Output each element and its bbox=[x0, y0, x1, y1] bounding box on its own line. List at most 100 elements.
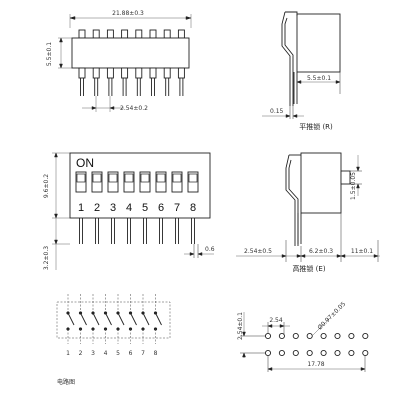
circuit-switch-blade bbox=[92, 312, 100, 326]
top-pin-upper bbox=[177, 29, 185, 39]
side-r-caption: 平推锁 (R) bbox=[299, 122, 333, 131]
top-pin-lower bbox=[78, 67, 86, 79]
pcb-hole bbox=[306, 332, 313, 340]
circuit-number: 8 bbox=[154, 350, 158, 357]
circuit-number: 6 bbox=[129, 350, 133, 357]
switch-number: 1 bbox=[78, 202, 84, 214]
pcb-hole bbox=[264, 332, 272, 340]
circuit-number: 5 bbox=[116, 350, 120, 357]
pcb-hole bbox=[264, 349, 272, 357]
top-pin-upper bbox=[78, 29, 86, 39]
pcb-layout: 2.54±0.1 2.54 Ø0.97±0.05 17.78 bbox=[237, 301, 369, 372]
side-e-mid-label: 6.2±0.3 bbox=[309, 248, 333, 255]
pcb-hole bbox=[362, 349, 369, 357]
circuit-outline bbox=[56, 301, 171, 339]
circuit-switch-blade bbox=[155, 312, 162, 326]
circuit-number: 4 bbox=[104, 350, 108, 357]
top-width-label: 21.88±0.3 bbox=[112, 10, 144, 17]
circuit-number: 1 bbox=[66, 350, 70, 357]
circuit-caption: 电路图 bbox=[57, 378, 75, 386]
switch-knob bbox=[108, 173, 118, 183]
top-pin-upper bbox=[121, 29, 129, 39]
top-pin-lower bbox=[121, 67, 129, 79]
pcb-hole bbox=[306, 349, 313, 357]
circuit-switch-blade bbox=[105, 312, 112, 326]
circuit-diagram: 1 2 3 4 5 6 7 8 电路图 bbox=[56, 294, 171, 386]
side-view-e: 1.5±0.05 2.54±0.5 6.2±0.3 11±0.1 高推锁 (E) bbox=[236, 152, 380, 273]
pcb-vertical-label: 2.54±0.1 bbox=[237, 312, 244, 340]
top-pin-lower bbox=[149, 67, 157, 79]
top-pins-upper bbox=[78, 29, 185, 39]
switch-knob bbox=[140, 173, 150, 183]
top-pin-upper bbox=[135, 29, 143, 39]
pcb-hole bbox=[278, 349, 285, 357]
circuit-switch-blade bbox=[117, 312, 125, 326]
top-pin-upper bbox=[106, 29, 114, 39]
switch-number: 8 bbox=[190, 202, 196, 214]
top-pin-lower bbox=[163, 67, 171, 79]
top-pin-lower bbox=[92, 67, 100, 79]
pcb-hole bbox=[320, 349, 327, 357]
circuit-switch-blade bbox=[142, 312, 150, 326]
switch-number: 5 bbox=[142, 202, 148, 214]
pcb-total-label: 17.78 bbox=[307, 361, 324, 368]
side-r-body bbox=[296, 13, 341, 73]
side-view-r: 5.5±0.1 0.15 平推锁 (R) bbox=[262, 11, 341, 131]
front-height-label: 9.6±0.2 bbox=[43, 174, 50, 198]
pcb-hole bbox=[292, 349, 299, 357]
circuit-number-labels: 1 2 3 4 5 6 7 8 bbox=[66, 350, 158, 357]
switch-knob bbox=[188, 173, 198, 183]
pcb-hole bbox=[362, 332, 369, 340]
side-e-left-label: 2.54±0.5 bbox=[244, 248, 272, 255]
switch-knob bbox=[76, 173, 86, 183]
switch-knob bbox=[92, 173, 102, 183]
pitch-top-label: 2.54±0.2 bbox=[120, 105, 148, 112]
side-e-body bbox=[300, 152, 342, 214]
pcb-hole bbox=[348, 349, 355, 357]
side-e-actuator bbox=[340, 170, 351, 185]
circuit-switch-blade bbox=[130, 312, 137, 326]
circuit-switch-blade bbox=[67, 312, 75, 326]
top-pin-upper bbox=[163, 29, 171, 39]
top-body bbox=[71, 37, 190, 69]
top-pins-lower bbox=[78, 67, 185, 96]
circuit-number: 7 bbox=[141, 350, 145, 357]
circuit-number: 3 bbox=[91, 350, 95, 357]
top-pin-upper bbox=[149, 29, 157, 39]
pcb-hole-label: Ø0.97±0.05 bbox=[316, 301, 347, 332]
circuit-switch-blade bbox=[80, 312, 87, 326]
switch-knob bbox=[156, 173, 166, 183]
top-height-label: 5.5±0.1 bbox=[46, 42, 53, 66]
side-r-thick-label: 0.15 bbox=[270, 108, 284, 115]
side-r-width-label: 5.5±0.1 bbox=[307, 75, 331, 82]
switch-number: 7 bbox=[174, 202, 180, 214]
side-e-right-label: 11±0.1 bbox=[351, 248, 373, 255]
switch-knob bbox=[124, 173, 134, 183]
front-pins bbox=[79, 218, 195, 244]
pcb-hole bbox=[320, 332, 327, 340]
switch-knob bbox=[172, 173, 182, 183]
on-label: ON bbox=[76, 156, 94, 170]
pcb-holes bbox=[264, 332, 369, 357]
front-switches bbox=[75, 171, 199, 193]
top-view: 21.88±0.3 5.5±0.1 2.54±0.2 bbox=[46, 10, 192, 112]
front-pin-width-label: 0.6 bbox=[205, 246, 215, 253]
top-pin-lower bbox=[106, 67, 114, 79]
circuit-switches bbox=[66, 294, 162, 344]
pcb-hole bbox=[278, 332, 285, 340]
side-e-tab-label: 1.5±0.05 bbox=[350, 172, 357, 200]
side-e-caption: 高推锁 (E) bbox=[292, 264, 325, 273]
pcb-hole bbox=[334, 349, 341, 357]
pcb-hole bbox=[292, 332, 299, 340]
switch-number: 4 bbox=[126, 202, 132, 214]
pcb-hole bbox=[334, 332, 341, 340]
front-pin-label: 3.2±0.3 bbox=[43, 246, 50, 270]
switch-number: 2 bbox=[94, 202, 100, 214]
top-pin-lower bbox=[177, 67, 185, 79]
circuit-number: 2 bbox=[79, 350, 83, 357]
pcb-horizontal-label: 2.54 bbox=[269, 317, 283, 324]
